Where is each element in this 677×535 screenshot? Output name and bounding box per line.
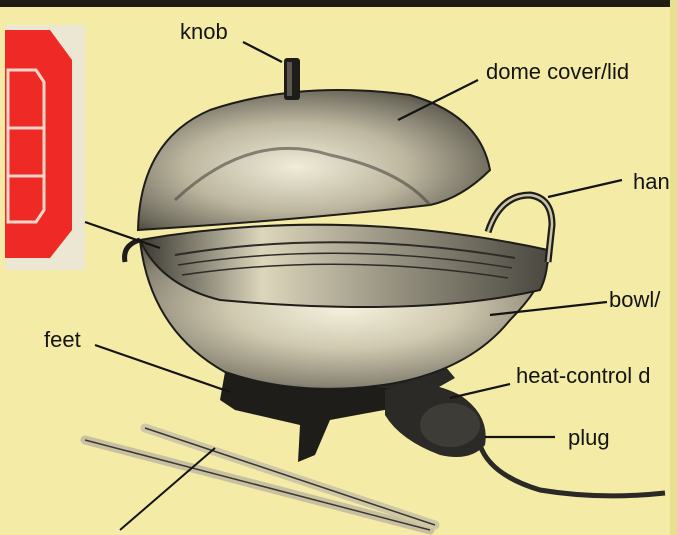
dome-lid	[138, 90, 490, 230]
label-dome-cover: dome cover/lid	[486, 60, 629, 84]
label-heat-control: heat-control d	[516, 364, 651, 388]
right-edge	[670, 0, 677, 535]
label-feet: feet	[44, 328, 81, 352]
red-tag	[5, 25, 85, 270]
wok-bowl	[140, 225, 548, 389]
label-bowl: bowl/	[609, 288, 660, 312]
label-handle: han	[633, 170, 670, 194]
heat-control-dial	[385, 384, 665, 496]
lid-knob	[284, 58, 300, 100]
chopsticks	[85, 428, 435, 530]
label-knob: knob	[180, 20, 228, 44]
label-plug: plug	[568, 426, 610, 450]
